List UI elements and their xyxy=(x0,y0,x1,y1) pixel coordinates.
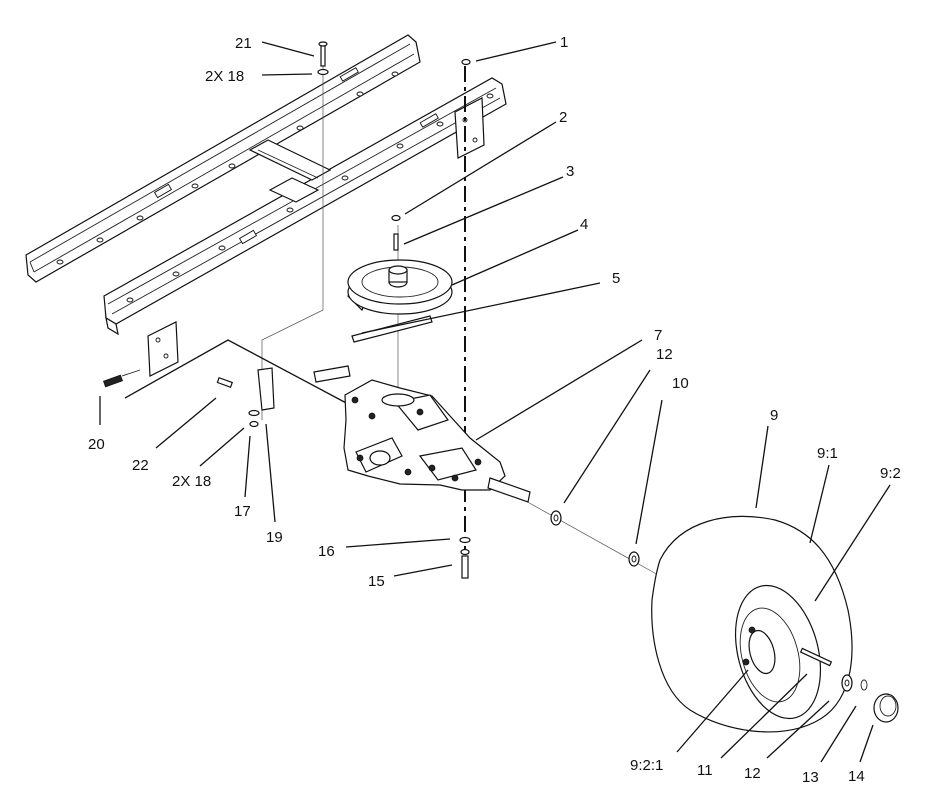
rail-holes xyxy=(56,67,494,303)
linkage-rod xyxy=(124,339,351,406)
callout-10: 10 xyxy=(672,375,689,392)
callout-7: 7 xyxy=(654,327,662,344)
callout-9: 9 xyxy=(770,407,778,424)
callout-19: 19 xyxy=(266,529,283,546)
wheel-assembly xyxy=(651,515,899,733)
callout-9-1: 9:1 xyxy=(817,445,838,462)
callout-labels: 1 2 3 4 5 7 12 10 9 9:1 9:2 21 2X 18 20 … xyxy=(88,34,901,786)
callout-2: 2 xyxy=(559,109,567,126)
callout-9-2-1: 9:2:1 xyxy=(630,757,663,774)
callout-20: 20 xyxy=(88,436,105,453)
callout-13: 13 xyxy=(802,769,819,786)
callout-4: 4 xyxy=(580,216,588,233)
callout-3: 3 xyxy=(566,163,574,180)
callout-11: 11 xyxy=(697,762,713,779)
pulley-and-belt xyxy=(347,259,453,343)
transaxle xyxy=(313,365,531,503)
callout-12-lower: 12 xyxy=(744,765,761,782)
frame-rails xyxy=(25,34,507,377)
leader-lines xyxy=(99,41,891,763)
callout-16: 16 xyxy=(318,543,335,560)
callout-14: 14 xyxy=(848,768,865,785)
callout-21: 21 xyxy=(235,35,252,52)
callout-22: 22 xyxy=(132,457,149,474)
callout-15: 15 xyxy=(368,573,385,590)
callout-12-upper: 12 xyxy=(656,346,673,363)
callout-5: 5 xyxy=(612,270,620,287)
callout-2x18-lower: 2X 18 xyxy=(172,473,211,490)
callout-1: 1 xyxy=(560,34,568,51)
callout-9-2: 9:2 xyxy=(880,465,901,482)
callout-17: 17 xyxy=(234,503,251,520)
callout-2x18-upper: 2X 18 xyxy=(205,68,244,85)
hardware xyxy=(103,41,471,579)
